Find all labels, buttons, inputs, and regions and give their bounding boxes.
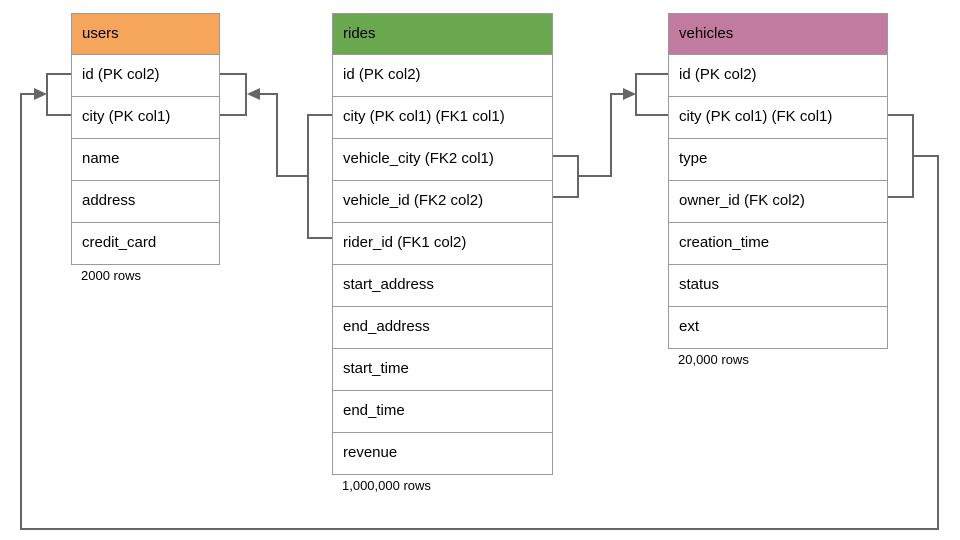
rides-column-id: id (PK col2) [333, 54, 552, 96]
rides-column-rider-id: rider_id (FK1 col2) [333, 222, 552, 264]
users-column-city: city (PK col1) [72, 96, 219, 138]
fk1-rides-to-users [220, 73, 333, 239]
rides-column-vehicle-id: vehicle_id (FK2 col2) [333, 180, 552, 222]
fk2-arrowhead [623, 88, 636, 100]
vehicles-column-city: city (PK col1) (FK col1) [669, 96, 887, 138]
fk1-arrowhead [247, 88, 260, 100]
rides-column-vehicle-city: vehicle_city (FK2 col1) [333, 138, 552, 180]
rides-right-bracket [552, 155, 579, 198]
fk2-shaft [578, 93, 631, 177]
table-vehicles: vehicles id (PK col2) city (PK col1) (FK… [668, 13, 888, 349]
fk-shaft [20, 93, 939, 530]
vehicles-column-status: status [669, 264, 887, 306]
users-right-bracket [220, 73, 247, 116]
vehicles-row-count: 20,000 rows [678, 352, 749, 367]
table-rides: rides id (PK col2) city (PK col1) (FK1 c… [332, 13, 553, 475]
users-column-address: address [72, 180, 219, 222]
rides-column-start-time: start_time [333, 348, 552, 390]
fk2-rides-to-vehicles [552, 73, 669, 198]
users-row-count: 2000 rows [81, 268, 141, 283]
users-left-bracket [46, 73, 72, 116]
rides-column-revenue: revenue [333, 432, 552, 474]
rides-column-end-time: end_time [333, 390, 552, 432]
vehicles-right-bracket [887, 114, 914, 198]
fk-arrowhead [34, 88, 47, 100]
fk1-shaft [252, 93, 308, 177]
vehicles-column-creation-time: creation_time [669, 222, 887, 264]
vehicles-left-bracket [635, 73, 669, 116]
rides-row-count: 1,000,000 rows [342, 478, 431, 493]
vehicles-column-ext: ext [669, 306, 887, 348]
vehicles-column-id: id (PK col2) [669, 54, 887, 96]
vehicles-column-type: type [669, 138, 887, 180]
table-rides-header: rides [333, 14, 552, 54]
rides-left-bracket [307, 114, 333, 239]
rides-column-city: city (PK col1) (FK1 col1) [333, 96, 552, 138]
table-users: users id (PK col2) city (PK col1) name a… [71, 13, 220, 265]
users-column-credit-card: credit_card [72, 222, 219, 264]
table-users-header: users [72, 14, 219, 54]
vehicles-column-owner-id: owner_id (FK col2) [669, 180, 887, 222]
users-column-name: name [72, 138, 219, 180]
users-column-id: id (PK col2) [72, 54, 219, 96]
fk-vehicles-to-users [20, 73, 939, 530]
rides-column-end-address: end_address [333, 306, 552, 348]
table-vehicles-header: vehicles [669, 14, 887, 54]
rides-column-start-address: start_address [333, 264, 552, 306]
